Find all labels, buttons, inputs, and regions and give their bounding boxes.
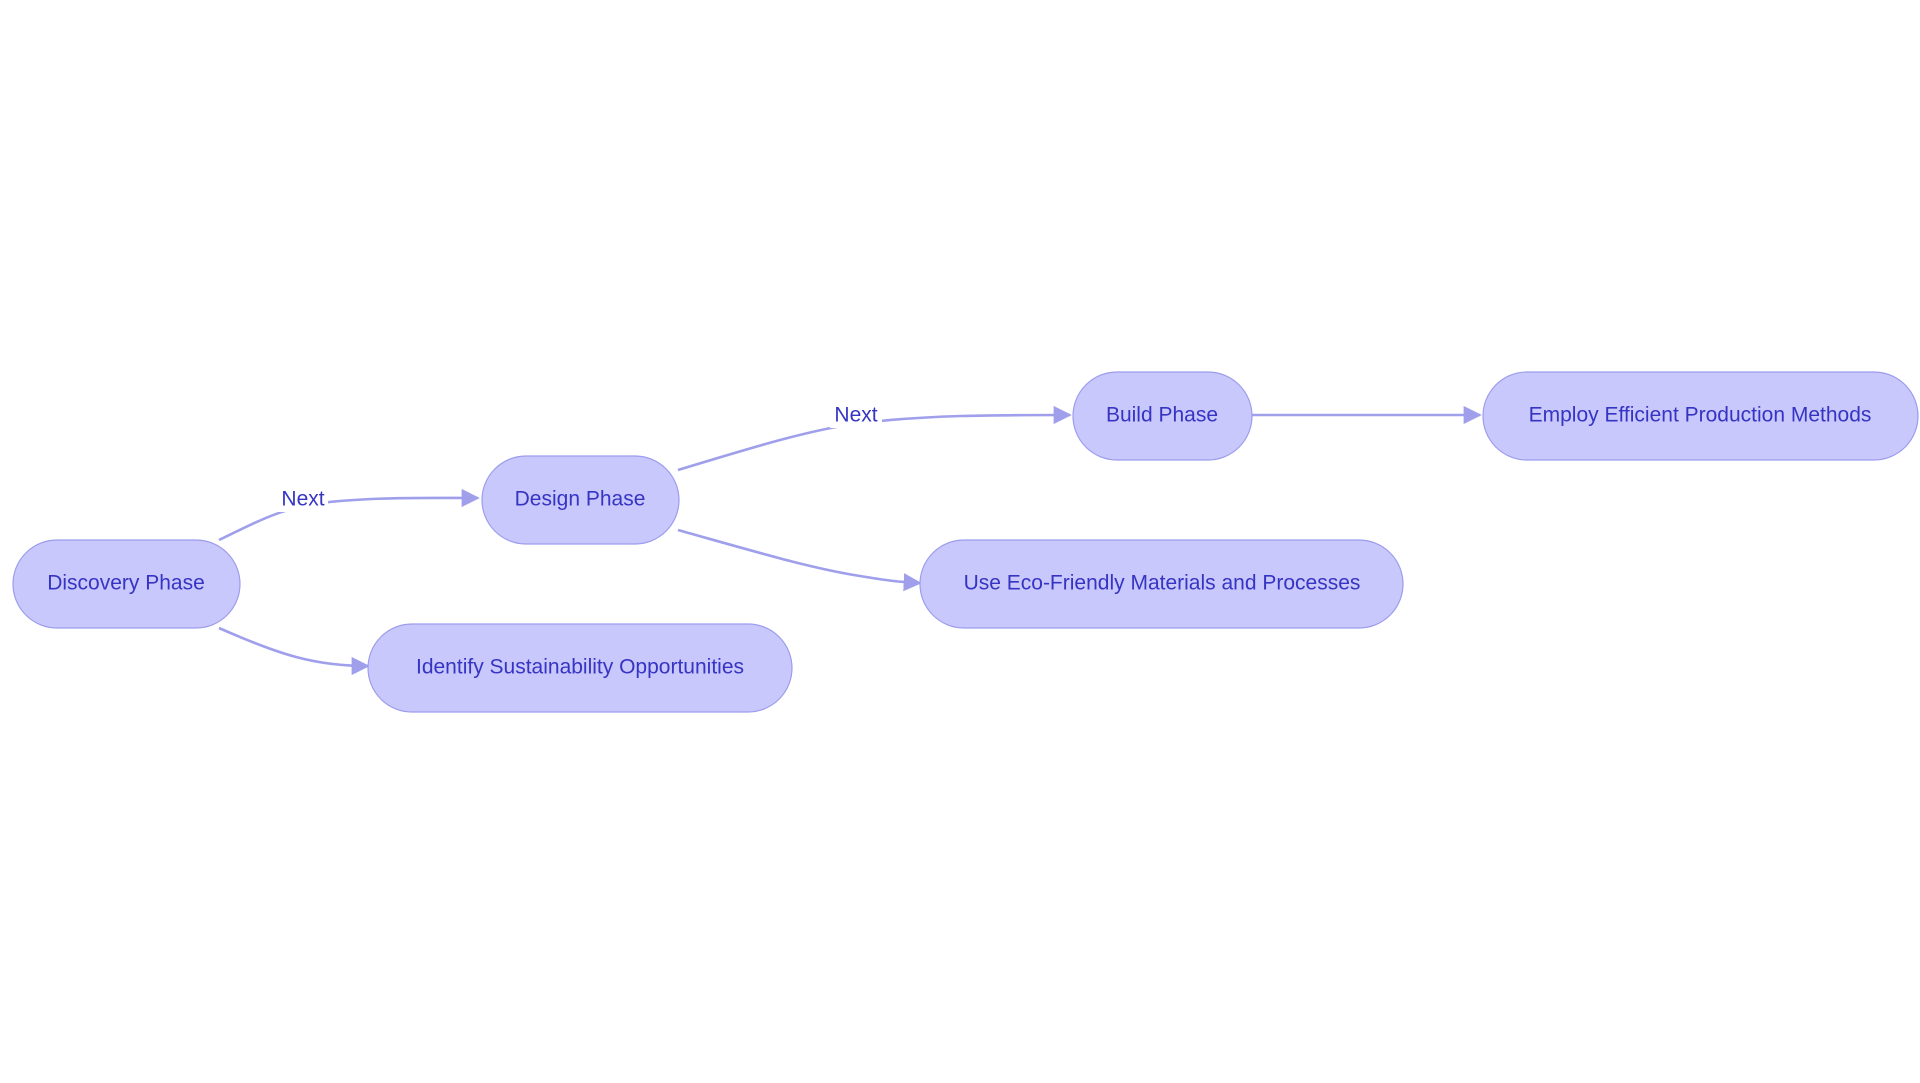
node-label: Design Phase xyxy=(515,488,646,511)
node-build-phase: Build Phase xyxy=(1072,371,1253,461)
edge-discovery-to-sustainability xyxy=(218,626,370,676)
node-identify-sustainability-opportunities: Identify Sustainability Opportunities xyxy=(367,623,793,713)
edge-label-discovery-to-design: Next xyxy=(278,488,328,512)
node-use-eco-friendly-materials: Use Eco-Friendly Materials and Processes xyxy=(919,539,1404,629)
edge-label-text: Next xyxy=(834,404,877,427)
node-employ-efficient-production-methods: Employ Efficient Production Methods xyxy=(1482,371,1919,461)
node-label: Employ Efficient Production Methods xyxy=(1529,404,1872,427)
node-label: Use Eco-Friendly Materials and Processes xyxy=(964,572,1361,595)
node-label: Discovery Phase xyxy=(47,572,205,595)
node-label: Build Phase xyxy=(1106,404,1218,427)
node-discovery-phase: Discovery Phase xyxy=(12,539,241,629)
edge-discovery-to-design xyxy=(218,488,480,542)
node-label: Identify Sustainability Opportunities xyxy=(416,656,744,679)
edge-label-design-to-build: Next xyxy=(830,404,882,428)
node-design-phase: Design Phase xyxy=(481,455,680,545)
edge-label-text: Next xyxy=(281,488,324,511)
edge-design-to-eco xyxy=(677,528,922,592)
